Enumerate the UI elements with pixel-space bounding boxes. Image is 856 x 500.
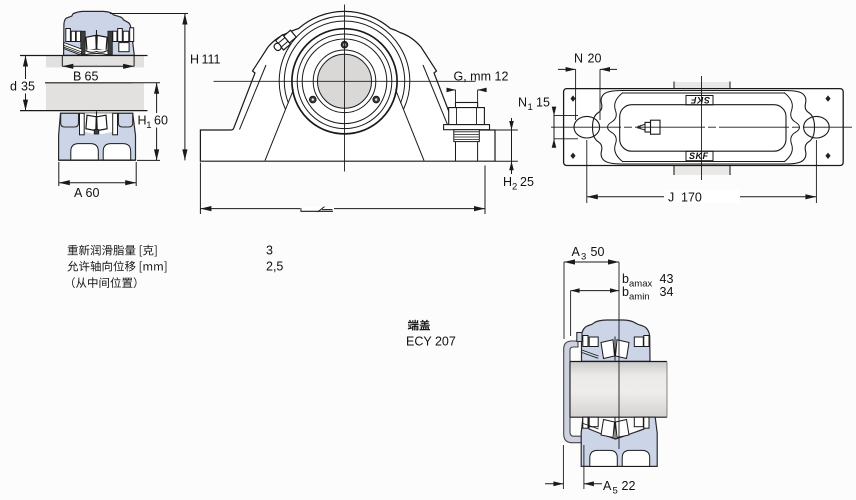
svg-text:2: 2 [512, 181, 517, 192]
svg-text:111: 111 [202, 53, 221, 67]
svg-text:d: d [10, 80, 17, 94]
svg-text:1: 1 [146, 120, 151, 131]
svg-text:N: N [518, 96, 527, 110]
svg-text:A: A [603, 479, 612, 493]
svg-text:43: 43 [660, 272, 674, 286]
svg-text:amax: amax [629, 279, 652, 290]
svg-text:3: 3 [581, 251, 586, 262]
svg-text:12: 12 [495, 70, 509, 84]
svg-text:ECY 207: ECY 207 [406, 335, 456, 349]
svg-text:G, mm: G, mm [454, 70, 492, 84]
svg-text:A: A [572, 245, 581, 259]
svg-text:5: 5 [613, 485, 618, 496]
svg-text:20: 20 [588, 52, 602, 66]
svg-text:2,5: 2,5 [266, 260, 283, 274]
svg-text:amin: amin [629, 292, 650, 303]
svg-text:1: 1 [528, 102, 533, 113]
svg-text:15: 15 [536, 96, 550, 110]
svg-text:b: b [622, 285, 629, 299]
svg-text:J: J [668, 191, 674, 205]
svg-text:25: 25 [520, 175, 534, 189]
svg-text:50: 50 [591, 245, 605, 259]
svg-text:60: 60 [86, 186, 100, 200]
svg-text:22: 22 [622, 479, 636, 493]
svg-text:H: H [503, 175, 512, 189]
svg-text:60: 60 [154, 114, 168, 128]
svg-text:35: 35 [21, 80, 35, 94]
svg-text:SKF: SKF [689, 151, 709, 161]
svg-text:SKF: SKF [690, 95, 710, 105]
svg-text:A: A [74, 186, 83, 200]
svg-text:H: H [138, 114, 147, 128]
svg-text:b: b [622, 272, 629, 286]
svg-text:34: 34 [660, 285, 674, 299]
svg-text:B: B [73, 69, 81, 83]
svg-text:N: N [574, 52, 583, 66]
svg-text:65: 65 [85, 69, 99, 83]
svg-text:170: 170 [681, 191, 702, 205]
svg-text:3: 3 [266, 244, 273, 258]
svg-text:H: H [190, 53, 199, 67]
